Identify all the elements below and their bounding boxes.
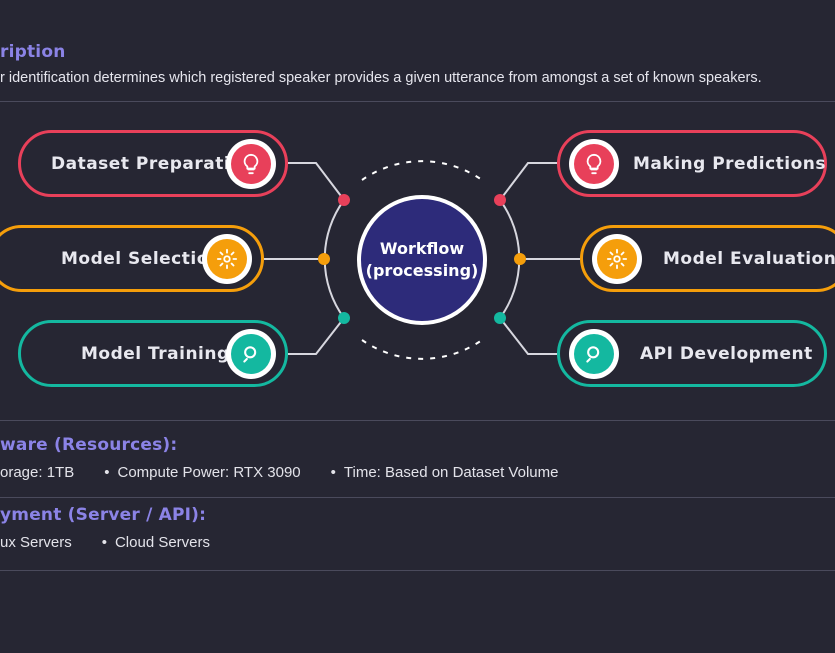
lightbulb-icon bbox=[569, 138, 619, 189]
hardware-item: orage: 1TB bbox=[0, 464, 75, 481]
step-model-evaluation: Model Evaluation bbox=[580, 225, 835, 292]
step-api-development: API Development bbox=[557, 320, 827, 387]
bullet: • bbox=[101, 534, 107, 551]
bullet: • bbox=[104, 464, 110, 481]
node-api bbox=[494, 312, 506, 324]
step-dataset-preparation: Dataset Preparation bbox=[18, 130, 288, 197]
node-dataset bbox=[338, 194, 350, 206]
hardware-title: ware (Resources): bbox=[0, 435, 178, 455]
step-label: Dataset Preparation bbox=[51, 153, 255, 174]
gear-icon bbox=[592, 233, 642, 284]
connector-dataset bbox=[288, 162, 345, 201]
divider bbox=[0, 420, 835, 421]
connector-training bbox=[288, 317, 345, 355]
divider bbox=[0, 497, 835, 498]
step-making-predictions: Making Predictions bbox=[557, 130, 827, 197]
description-title: ription bbox=[0, 42, 66, 62]
deployment-item: Cloud Servers bbox=[114, 534, 211, 551]
step-label: Model Selection bbox=[61, 248, 222, 269]
step-label: Model Training bbox=[81, 343, 230, 364]
hardware-item: Compute Power: RTX 3090 bbox=[117, 464, 301, 481]
search-icon bbox=[569, 328, 619, 379]
deployment-title: yment (Server / API): bbox=[0, 505, 207, 525]
step-model-selection: Model Selection bbox=[0, 225, 264, 292]
dashed-ring-bottom bbox=[361, 339, 483, 360]
step-model-training: Model Training bbox=[18, 320, 288, 387]
divider bbox=[0, 101, 835, 102]
node-predictions bbox=[494, 194, 506, 206]
description-text: r identification determines which regist… bbox=[0, 70, 762, 86]
search-icon bbox=[226, 328, 276, 379]
step-label: API Development bbox=[640, 343, 813, 364]
lightbulb-icon bbox=[226, 138, 276, 189]
hardware-item: Time: Based on Dataset Volume bbox=[343, 464, 559, 481]
bullet: • bbox=[330, 464, 336, 481]
deployment-list: ux Servers • Cloud Servers bbox=[0, 534, 240, 551]
node-selection bbox=[318, 253, 330, 265]
step-label: Making Predictions bbox=[633, 153, 827, 174]
connector-predictions bbox=[499, 162, 557, 201]
connector-api bbox=[499, 317, 557, 355]
dashed-ring-top bbox=[361, 160, 483, 181]
node-training bbox=[338, 312, 350, 324]
step-label: Model Evaluation bbox=[663, 248, 835, 269]
hardware-list: orage: 1TB • Compute Power: RTX 3090 • T… bbox=[0, 464, 588, 481]
node-evaluation bbox=[514, 253, 526, 265]
workflow-hub: Workflow (processing) bbox=[357, 195, 487, 325]
gear-icon bbox=[202, 233, 252, 284]
hub-line-2: (processing) bbox=[365, 261, 479, 280]
deployment-item: ux Servers bbox=[0, 534, 72, 551]
divider bbox=[0, 570, 835, 571]
hub-line-1: Workflow bbox=[379, 239, 465, 258]
